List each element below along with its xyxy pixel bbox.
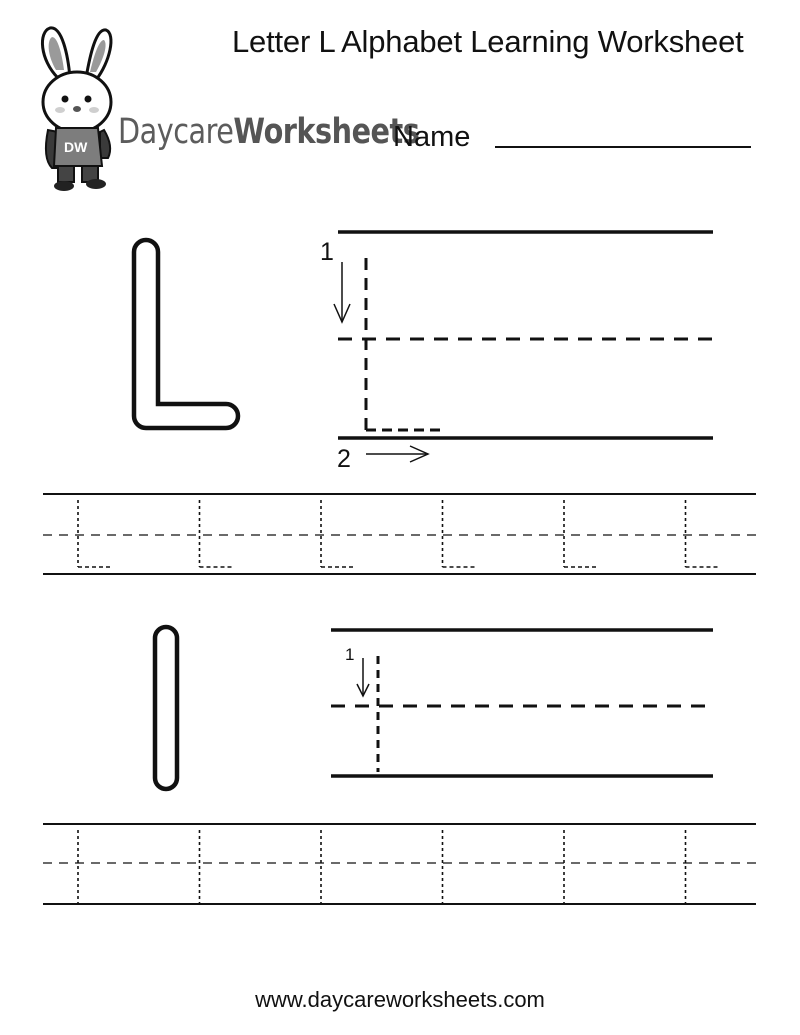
uppercase-practice-row[interactable] xyxy=(43,493,756,575)
uppercase-stroke-2-label: 2 xyxy=(337,445,351,473)
brand-part-1: Daycare xyxy=(118,112,234,152)
lowercase-practice-row[interactable] xyxy=(43,823,756,905)
uppercase-tracing-guide xyxy=(333,230,713,463)
uppercase-practice-letter xyxy=(563,500,598,568)
name-write-line[interactable] xyxy=(495,146,751,148)
uppercase-letter-outline xyxy=(131,237,241,431)
brand-part-2: Worksheets xyxy=(233,112,420,152)
lowercase-letter-outline xyxy=(152,624,180,792)
uppercase-practice-letter xyxy=(441,500,477,568)
brand-wordmark: DaycareWorksheets xyxy=(118,109,420,155)
uppercase-practice-letter xyxy=(320,500,355,568)
lowercase-stroke-1-label: 1 xyxy=(345,645,355,664)
lowercase-tracing-guide xyxy=(331,628,713,778)
footer-url: www.daycareworksheets.com xyxy=(255,987,545,1012)
name-label: Name xyxy=(393,121,471,153)
uppercase-stroke-1-label: 1 xyxy=(320,238,334,266)
worksheet-title: Letter L Alphabet Learning Worksheet xyxy=(232,24,744,59)
uppercase-practice-letter xyxy=(684,500,720,568)
uppercase-practice-letter xyxy=(77,500,112,568)
uppercase-practice-letter xyxy=(198,500,234,568)
